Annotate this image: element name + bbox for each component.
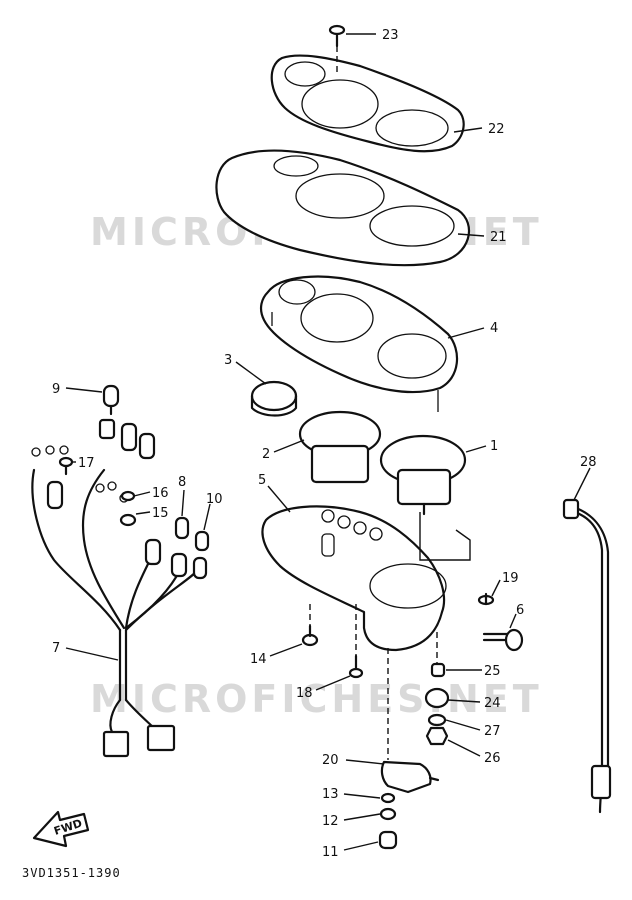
part-10-bulb[interactable]	[194, 530, 210, 552]
callout-11: 11	[322, 845, 339, 860]
callout-20: 20	[322, 753, 339, 768]
watermark-bottom: MICROFICHES.NET	[90, 677, 543, 721]
part-27-washer[interactable]	[427, 713, 447, 727]
ring-terminals	[31, 445, 129, 503]
part-18-screw[interactable]	[348, 654, 364, 679]
part-19-screw[interactable]	[477, 592, 495, 606]
part-6-reset-knob[interactable]	[482, 628, 524, 652]
part-11-grommet[interactable]	[378, 830, 398, 850]
callout-6: 6	[516, 603, 524, 618]
diagram-code: 3VD1351-1390	[22, 866, 121, 880]
part-12-washer[interactable]	[379, 807, 397, 821]
part-17-screw[interactable]	[58, 456, 74, 476]
part-9-bulb[interactable]	[102, 384, 120, 416]
part-15-washer[interactable]	[119, 513, 137, 527]
callout-2: 2	[262, 447, 270, 462]
callout-14: 14	[250, 652, 267, 667]
callout-9: 9	[52, 382, 60, 397]
callout-5: 5	[258, 473, 266, 488]
part-13-collar[interactable]	[380, 792, 396, 804]
bulb-sockets[interactable]	[46, 418, 208, 580]
part-7-wire-harness[interactable]	[31, 468, 202, 758]
part-4-meter-assembly[interactable]	[259, 275, 459, 412]
part-2-tachometer[interactable]	[298, 410, 382, 484]
callout-16: 16	[152, 486, 169, 501]
part-25-collar[interactable]	[430, 662, 446, 678]
part-23-screw[interactable]	[328, 24, 346, 48]
assembly-bracket-1	[419, 512, 471, 561]
part-20-bracket[interactable]	[380, 760, 440, 794]
callout-24: 24	[484, 696, 501, 711]
part-22-bezel-plate[interactable]	[270, 54, 465, 153]
callout-23: 23	[382, 28, 399, 43]
callout-8: 8	[178, 475, 186, 490]
part-14-grommet[interactable]	[301, 624, 319, 647]
callout-15: 15	[152, 506, 169, 521]
part-21-cover-panel[interactable]	[215, 149, 471, 267]
callout-17: 17	[78, 456, 95, 471]
fwd-arrow: FWD	[32, 810, 90, 848]
callout-13: 13	[322, 787, 339, 802]
callout-26: 26	[484, 751, 501, 766]
part-26-nut[interactable]	[425, 726, 449, 746]
callout-4: 4	[490, 321, 498, 336]
part-1-speedometer[interactable]	[379, 434, 467, 516]
callout-21: 21	[490, 230, 507, 245]
part-8-bulb[interactable]	[174, 516, 190, 540]
part-3-small-gauge[interactable]	[250, 380, 298, 417]
part-28-speedometer-cable[interactable]	[562, 498, 612, 814]
part-5-meter-case[interactable]	[261, 505, 447, 652]
part-16-screw[interactable]	[120, 490, 136, 502]
part-24-damper[interactable]	[424, 687, 450, 709]
callout-10: 10	[206, 492, 223, 507]
callout-7: 7	[52, 641, 60, 656]
callouts: 23 22 21 4 3 9 2 1 17 5 8 16 10 15 28 19	[52, 28, 597, 860]
callout-3: 3	[224, 353, 232, 368]
callout-12: 12	[322, 814, 339, 829]
callout-25: 25	[484, 664, 501, 679]
callout-19: 19	[502, 571, 519, 586]
callout-27: 27	[484, 724, 501, 739]
callout-1: 1	[490, 439, 498, 454]
callout-28: 28	[580, 455, 597, 470]
callout-18: 18	[296, 686, 313, 701]
callout-22: 22	[488, 122, 505, 137]
